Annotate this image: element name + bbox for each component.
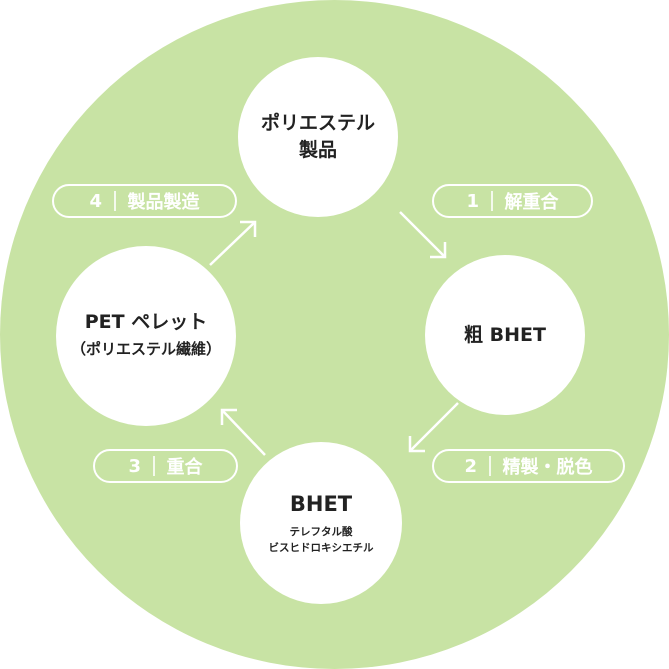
node-label: （ポリエステル繊維） [70,340,221,358]
node-sublabel: テレフタル酸 [289,525,353,538]
separator [491,191,493,211]
separator [153,456,155,476]
step-1-pill: 1 解重合 [432,184,593,218]
node-polyester-product: ポリエステル 製品 [238,57,398,217]
step-number: 3 [128,455,142,477]
node-sublabel: ビスヒドロキシエチル [268,541,374,554]
step-label: 解重合 [504,192,559,213]
step-4-pill: 4 製品製造 [52,184,237,218]
step-2-pill: 2 精製・脱色 [432,449,625,483]
step-label: 重合 [166,457,203,478]
node-label: PET ペレット [84,311,208,333]
step-label: 精製・脱色 [502,457,593,478]
separator [489,456,491,476]
node-bhet: BHET テレフタル酸 ビスヒドロキシエチル [240,442,402,604]
step-number: 2 [464,455,478,477]
node-label: 製品 [298,139,337,161]
step-number: 4 [89,190,103,212]
arrow-step2 [408,402,459,453]
node-crude-bhet: 粗 BHET [425,255,585,415]
node-label: BHET [289,491,353,516]
node-label: ポリエステル [260,112,375,134]
arrow-step4 [209,220,257,266]
step-3-pill: 3 重合 [93,449,238,483]
arrow-step1 [399,211,447,259]
step-number: 1 [466,190,480,212]
separator [114,191,116,211]
node-pet-pellet: PET ペレット （ポリエステル繊維） [56,246,236,426]
node-label: 粗 BHET [464,323,546,346]
step-label: 製品製造 [127,192,200,213]
arrow-step3 [220,408,266,456]
